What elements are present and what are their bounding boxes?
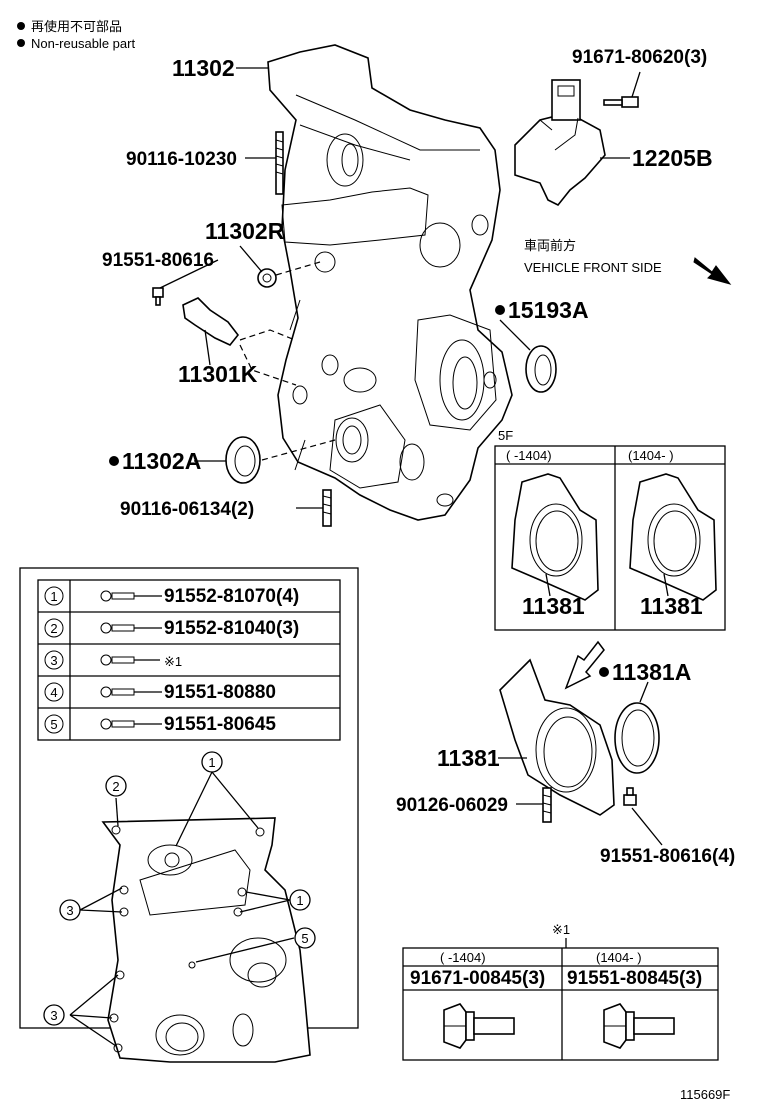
variant-box-5f: 5F ( -1404) (1404- ) 11381 11381 xyxy=(494,428,726,631)
callout-label: 3 xyxy=(66,903,73,918)
non-reusable-dot-icon xyxy=(109,456,119,466)
row-part-number: 91552-81070(4) xyxy=(164,586,299,607)
callout-number: 3 xyxy=(43,1004,65,1026)
timing-chain-cover-drawing xyxy=(267,44,513,521)
sensor-11301k-drawing xyxy=(152,287,297,386)
non-reusable-dot-icon xyxy=(17,22,25,30)
arrow-down-left-icon xyxy=(564,640,605,690)
callout-number: 1 xyxy=(201,751,223,773)
callout-number: 5 xyxy=(294,927,316,949)
callout-label: 2 xyxy=(112,779,119,794)
variant-col1-part: 11381 xyxy=(522,593,585,619)
direction-jp: 車両前方 xyxy=(524,238,576,254)
bolt-table-row: 1 91552-81070(4) xyxy=(44,586,299,607)
bolt-table-rows: 1 91552-81070(4) 2 91552-81040(3) 3 ※1 4 91551-… xyxy=(44,586,299,735)
row-part-number: 91551-80645 xyxy=(164,714,276,735)
callout-label: 1 xyxy=(208,755,215,770)
row-part-number: 91551-80880 xyxy=(164,682,276,703)
part-label-15193a: 15193A xyxy=(508,297,589,323)
oil-seal-15193a-drawing xyxy=(525,345,557,393)
bolt-table-row: 5 91551-80645 xyxy=(44,714,276,735)
row-number-circle xyxy=(44,650,64,670)
oil-seal-11302a-drawing xyxy=(225,436,336,484)
callout-label: 1 xyxy=(296,893,303,908)
callout-label: 3 xyxy=(50,1008,57,1023)
part-label-91551-80616: 91551-80616 xyxy=(102,250,214,271)
non-reusable-dot-icon xyxy=(599,667,609,677)
callout-number: 1 xyxy=(289,889,311,911)
non-reusable-dot-icon xyxy=(17,39,25,47)
part-label-91551-80616-4: 91551-80616(4) xyxy=(600,846,735,867)
note-table: ※1 ( -1404) (1404- ) 91671-00845(3) 9155… xyxy=(402,922,719,1061)
note-col2-part: 91551-80845(3) xyxy=(567,968,702,989)
callout-circles: 1 2 3 1 5 3 xyxy=(43,751,316,1026)
rear-plate-group: 11381A 11381 90126-06029 91551-80616(4) xyxy=(396,640,735,867)
note-marker: ※1 xyxy=(552,922,570,937)
arrow-down-right-icon xyxy=(693,257,732,285)
note-col1-header: ( -1404) xyxy=(440,950,486,965)
row-number-circle xyxy=(44,618,64,638)
callout-number: 2 xyxy=(105,775,127,797)
row-number-circle xyxy=(44,586,64,606)
vehicle-front-direction: 車両前方 VEHICLE FRONT SIDE xyxy=(524,238,732,285)
row-part-number: 91552-81040(3) xyxy=(164,618,299,639)
part-label-91671-80620: 91671-80620(3) xyxy=(572,47,707,68)
bolt-icon xyxy=(100,654,135,666)
variant-col2-header: (1404- ) xyxy=(628,448,674,463)
part-label-11302a: 11302A xyxy=(122,448,201,474)
part-label-11302: 11302 xyxy=(172,55,235,81)
callout-number: 3 xyxy=(59,899,81,921)
plug-11302r-drawing xyxy=(257,261,321,288)
part-label-11381a: 11381A xyxy=(612,659,691,685)
cover-12205b-drawing xyxy=(514,79,639,207)
row-number: 1 xyxy=(50,589,57,604)
bolt-position-diagram xyxy=(69,771,311,1063)
bolt-icon xyxy=(100,590,135,602)
variant-col2-part: 11381 xyxy=(640,593,703,619)
legend-jp: 再使用不可部品 xyxy=(31,19,122,35)
legend-en: Non-reusable part xyxy=(31,36,135,51)
row-part-number: ※1 xyxy=(164,654,182,669)
stud-90116-06134-drawing xyxy=(322,489,332,527)
row-number: 4 xyxy=(50,685,57,700)
part-label-90116-10230: 90116-10230 xyxy=(126,149,237,170)
variant-col1-header: ( -1404) xyxy=(506,448,552,463)
part-label-12205b: 12205B xyxy=(632,145,713,171)
row-number-circle xyxy=(44,714,64,734)
part-label-11302r: 11302R xyxy=(205,218,285,244)
row-number: 5 xyxy=(50,717,57,732)
non-reusable-dot-icon xyxy=(495,305,505,315)
stud-90116-10230-drawing xyxy=(275,131,284,195)
row-number: 2 xyxy=(50,621,57,636)
figure-id: 115669F xyxy=(680,1087,730,1102)
note-col1-part: 91671-00845(3) xyxy=(410,968,545,989)
part-label-90116-06134: 90116-06134(2) xyxy=(120,499,254,520)
direction-en: VEHICLE FRONT SIDE xyxy=(524,260,662,275)
callout-label: 5 xyxy=(301,931,308,946)
bolt-icon xyxy=(100,622,135,634)
note-col2-header: (1404- ) xyxy=(596,950,642,965)
row-number: 3 xyxy=(50,653,57,668)
row-number-circle xyxy=(44,682,64,702)
bolt-icon xyxy=(100,718,135,730)
bolt-table-row: 4 91551-80880 xyxy=(44,682,276,703)
part-label-11301k: 11301K xyxy=(178,361,258,387)
bolt-table-row: 2 91552-81040(3) xyxy=(44,618,299,639)
part-label-11381-main: 11381 xyxy=(437,745,500,771)
bolt-table-row: 3 ※1 xyxy=(44,650,182,670)
part-label-90126-06029: 90126-06029 xyxy=(396,795,508,816)
leader-lines xyxy=(159,67,641,509)
bolt-table xyxy=(19,567,359,1029)
bolt-icon xyxy=(100,686,135,698)
legend: 再使用不可部品 Non-reusable part xyxy=(17,19,135,51)
variant-tag: 5F xyxy=(498,428,513,443)
